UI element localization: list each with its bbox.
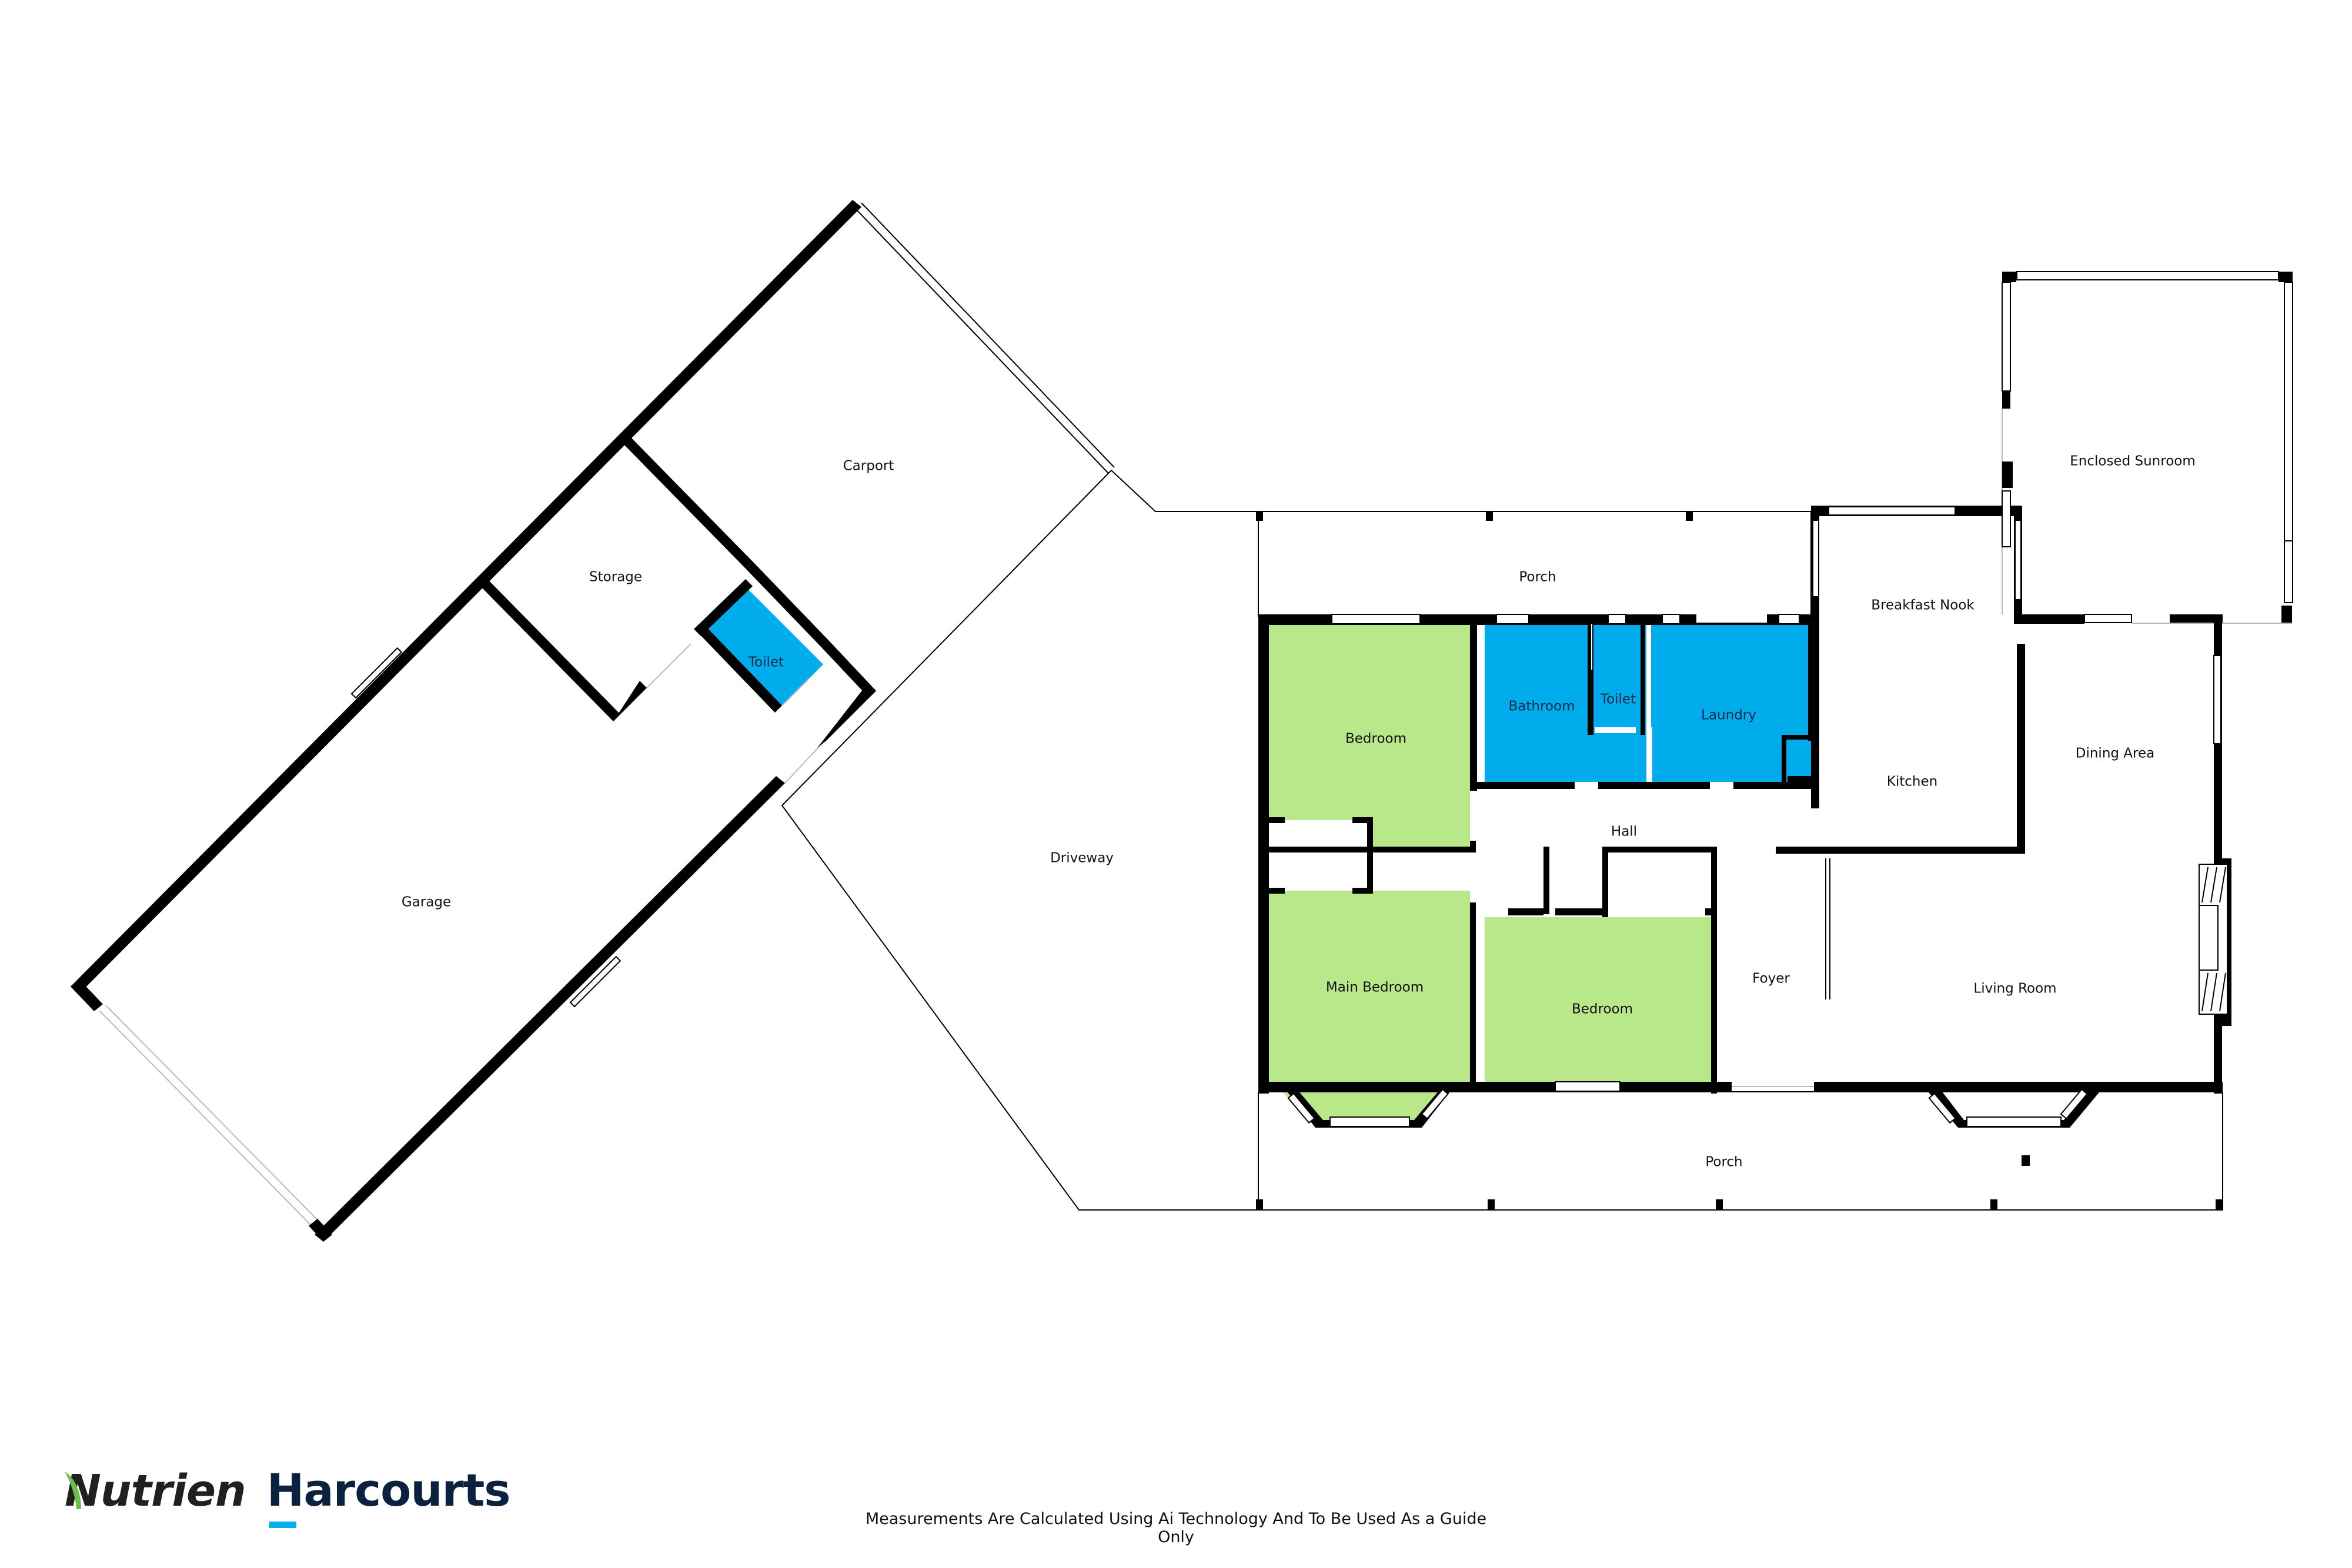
- main-bedroom-fill: [1267, 891, 1470, 1088]
- room-label-foyer: Foyer: [1752, 971, 1790, 987]
- room-label-bedroom-north: Bedroom: [1345, 731, 1406, 747]
- room-label-storage: Storage: [589, 570, 642, 585]
- toilet-outbuilding-fill: [703, 588, 823, 708]
- bedroom-south-fill: [1485, 917, 1717, 1088]
- room-label-living-room: Living Room: [1973, 981, 2056, 997]
- room-label-toilet-outbuilding: Toilet: [748, 655, 784, 670]
- room-label-main-bedroom: Main Bedroom: [1326, 980, 1424, 995]
- room-label-bedroom-south: Bedroom: [1572, 1002, 1633, 1017]
- room-label-enclosed-sunroom: Enclosed Sunroom: [2070, 454, 2196, 469]
- leaf-icon: [65, 1472, 81, 1509]
- agency-logo: Nutrien Harcourts: [65, 1464, 511, 1528]
- laundry-fill: [1652, 624, 1811, 783]
- room-label-dining-area: Dining Area: [2076, 746, 2155, 761]
- bedroom-north-fill: [1267, 624, 1470, 851]
- room-label-bathroom: Bathroom: [1509, 699, 1575, 714]
- room-label-hall: Hall: [1611, 824, 1637, 840]
- room-label-kitchen: Kitchen: [1887, 774, 1937, 790]
- driveway-outline: [1111, 470, 1258, 512]
- nutrien-logo: Nutrien: [65, 1466, 246, 1516]
- room-label-driveway: Driveway: [1050, 851, 1114, 866]
- room-label-toilet-house: Toilet: [1600, 692, 1636, 707]
- nutrien-wordmark: Nutrien: [65, 1466, 246, 1516]
- room-label-breakfast-nook: Breakfast Nook: [1871, 598, 1975, 613]
- harcourts-wordmark: Harcourts: [266, 1464, 511, 1516]
- harcourts-logo: Harcourts: [266, 1464, 511, 1528]
- room-label-porch-north: Porch: [1519, 570, 1556, 585]
- bathroom-fill: [1485, 624, 1646, 783]
- room-label-porch-south: Porch: [1705, 1155, 1742, 1170]
- disclaimer-text: Measurements Are Calculated Using Ai Tec…: [865, 1510, 1487, 1546]
- room-label-garage: Garage: [402, 895, 451, 910]
- room-label-laundry: Laundry: [1701, 708, 1756, 723]
- outbuilding: [71, 200, 1258, 1242]
- main-house: [1256, 271, 2293, 1211]
- room-label-carport: Carport: [843, 459, 894, 474]
- harcourts-underline-accent: [269, 1522, 296, 1528]
